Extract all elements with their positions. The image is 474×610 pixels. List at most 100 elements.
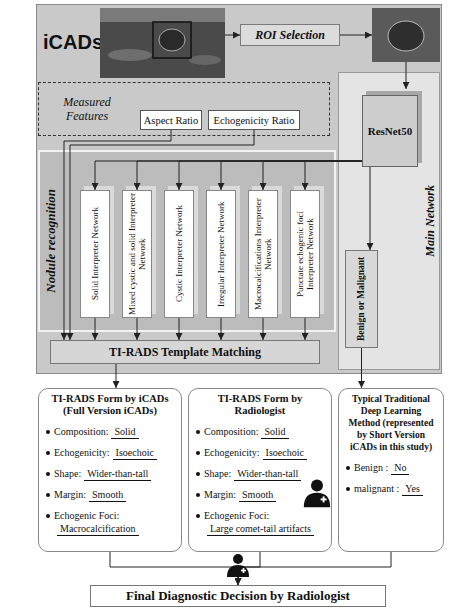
bullet-dot xyxy=(46,451,50,455)
text-holder: Cystic Interpreter Network xyxy=(165,191,193,317)
form-row: malignant :Yes xyxy=(345,482,437,496)
interpreter-network: Irregular Interpreter Network xyxy=(206,190,236,318)
form-value: Solid xyxy=(261,426,288,439)
doctor-cross xyxy=(241,570,246,572)
form-row: Echogenicity:Isoechoic xyxy=(195,446,325,460)
feature-group: Aspect Ratio Echogenicity Ratio Measured F… xyxy=(38,82,330,136)
form-value: Wider-than-tall xyxy=(84,468,151,481)
node-label: Final Diagnostic Decision by Radiologist xyxy=(126,588,350,604)
flow-connector xyxy=(110,552,238,585)
roi-frame xyxy=(153,22,191,58)
node-label: ResNet50 xyxy=(368,125,413,137)
form-row: Echogenic Foci: Large comet-tail artifact… xyxy=(195,509,325,536)
ultrasound-texture xyxy=(189,55,221,65)
bullet-dot xyxy=(46,430,50,434)
form-heading: TI-RADS Form by iCADs (Full Version iCAD… xyxy=(45,393,175,417)
flow-connector xyxy=(238,552,391,585)
node-label: Cystic Interpreter Network xyxy=(174,191,184,317)
form-row: Echogenicity:Isoechoic xyxy=(45,446,175,460)
interpreter-network: Cystic Interpreter Network xyxy=(164,190,194,318)
flow-connector xyxy=(137,161,362,190)
interpreter-network: Solid Interpreter Network xyxy=(80,190,110,318)
flow-arrow xyxy=(340,35,372,36)
decision-box: Final Diagnostic Decision by Radiologist xyxy=(90,585,386,607)
node-label: Nodule recognition xyxy=(43,189,59,293)
node-label: Echogenicity Ratio xyxy=(214,115,295,126)
bullet-dot xyxy=(46,493,50,497)
text-holder: iCADs xyxy=(43,31,103,54)
form-row: Benign :No xyxy=(345,461,437,475)
flow-connector xyxy=(64,130,171,340)
form-field: Echogenic Foci: xyxy=(54,510,119,521)
flow-arrow xyxy=(406,62,407,89)
node-label: Mixed cystic and solid Interpreter Netwo… xyxy=(127,191,147,317)
text-holder: Main Network xyxy=(423,73,438,369)
form-field: Margin: xyxy=(204,489,236,500)
form-field: Shape: xyxy=(204,468,231,479)
flow-arrow xyxy=(225,35,240,36)
feature-box: Aspect Ratio xyxy=(140,110,202,130)
text-holder: Benign or Malignant xyxy=(346,251,377,347)
system-region: ROI SelectionAspect Ratio Echogenicity Ra… xyxy=(36,4,442,374)
form-value: Yes xyxy=(402,483,423,496)
flow-connector xyxy=(370,167,371,250)
node-label: iCADs xyxy=(43,31,103,54)
flow-connector xyxy=(116,364,117,388)
ultrasound-frame xyxy=(100,8,225,78)
flow-connector xyxy=(95,318,96,340)
text-holder: ROI Selection xyxy=(255,28,325,43)
form-row: Margin:Smooth xyxy=(45,488,175,502)
form-value: Smooth xyxy=(239,489,276,502)
text-holder: TI-RADS Template Matching xyxy=(109,345,261,360)
process-box: ROI Selection xyxy=(240,24,340,46)
network-panel: ResNet50Benign or Malignant Main Network xyxy=(338,72,440,370)
text-holder: Aspect Ratio xyxy=(144,115,199,126)
doctor-cross xyxy=(323,496,325,502)
doctor-cross xyxy=(243,568,245,573)
flow-connector xyxy=(137,318,138,340)
nodule-shape xyxy=(388,21,424,51)
doctor-body xyxy=(304,493,330,507)
form-value: Macrocalcification xyxy=(57,523,139,536)
text-holder: Macrocalcifications Interpreter Network xyxy=(249,191,277,317)
form-row: Shape:Wider-than-tall xyxy=(195,467,325,481)
form-card: TI-RADS Form by iCADs (Full Version iCAD… xyxy=(38,388,182,552)
interpreter-network: Mixed cystic and solid Interpreter Netwo… xyxy=(122,190,152,318)
form-field: Echogenic Foci: xyxy=(204,510,269,521)
form-field: Margin: xyxy=(54,489,86,500)
node-label: Solid Interpreter Network xyxy=(90,191,100,317)
bullet-dot xyxy=(196,451,200,455)
form-field: Echogenicity: xyxy=(54,447,110,458)
text-holder: Solid Interpreter Network xyxy=(81,191,109,317)
output-box: Benign or Malignant xyxy=(345,250,378,348)
doctor-body xyxy=(227,565,249,577)
flow-connector xyxy=(70,130,254,340)
form-heading: Typical Traditional Deep Learning Method… xyxy=(345,393,437,453)
roi-crop xyxy=(372,8,440,62)
process-box: TI-RADS Template Matching xyxy=(50,340,320,364)
flow-connector xyxy=(305,161,362,190)
form-field: malignant : xyxy=(354,483,399,494)
form-value: Large comet-tail artifacts xyxy=(207,523,314,536)
form-card: TI-RADS Form by RadiologistComposition:S… xyxy=(188,388,332,552)
doctor-cross xyxy=(321,498,327,500)
flow-connector xyxy=(263,161,362,190)
doctor-head xyxy=(233,554,243,564)
text-holder: Echogenicity Ratio xyxy=(214,115,295,126)
form-value: Isoechoic xyxy=(263,447,307,460)
interpreter-network: Macrocalcifications Interpreter Network xyxy=(248,190,278,318)
form-row: Composition:Solid xyxy=(195,425,325,439)
interpreter-network: Punctate echogenic foci Interpreter Netw… xyxy=(290,190,320,318)
node-label: Irregular Interpreter Network xyxy=(216,191,226,317)
text-holder: Measured Features xyxy=(43,95,131,123)
ultrasound-image xyxy=(100,8,225,78)
node-label: Punctate echogenic foci Interpreter Netw… xyxy=(295,191,315,317)
form-field: Composition: xyxy=(204,426,258,437)
bullet-dot xyxy=(346,466,350,470)
node-label: Macrocalcifications Interpreter Network xyxy=(253,191,273,317)
bullet-dot xyxy=(346,487,350,491)
connector-group xyxy=(64,130,391,585)
roi-image xyxy=(372,8,440,62)
form-field: Shape: xyxy=(54,468,81,479)
